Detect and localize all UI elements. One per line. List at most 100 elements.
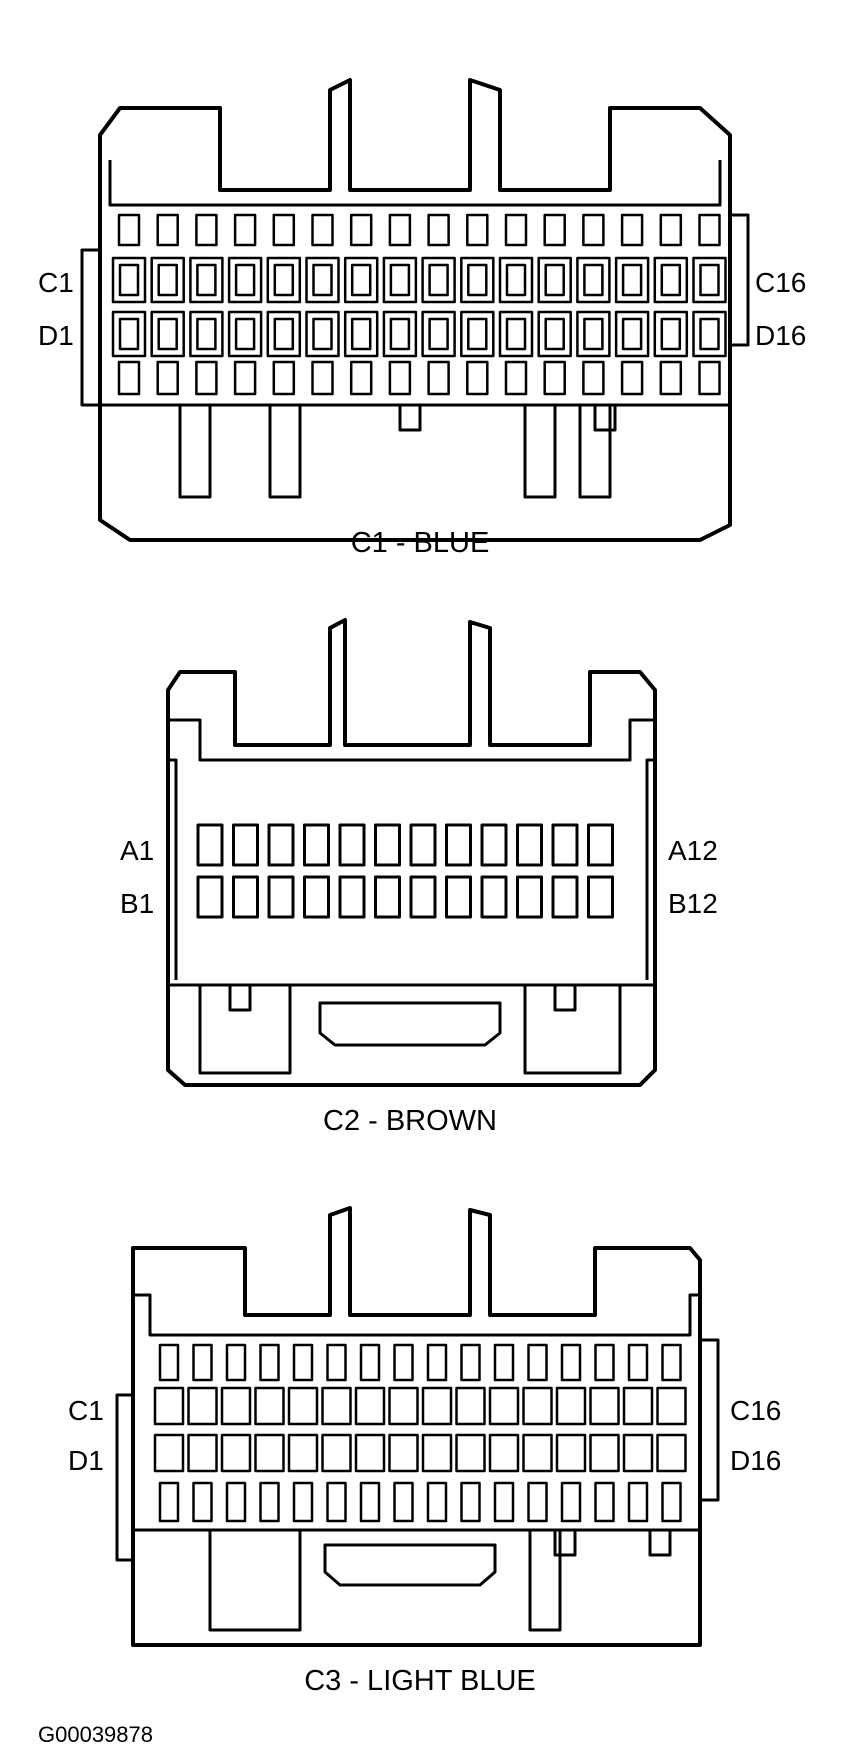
c2-pin-a [232,823,259,867]
c1-pin-d [537,310,572,358]
c3-pin-c [522,1386,553,1426]
c1-pin-d [460,310,495,358]
c3-pin-bottom [460,1481,481,1523]
c1-pin-top [156,213,179,247]
c1-pin-top [466,213,489,247]
c1-pin-c-inner [544,263,565,297]
c3-inner-rail [133,1293,700,1337]
c1-pin-d [343,310,379,358]
c1-label-left-bottom: D1 [38,320,74,351]
c1-pin-c-inner [312,263,333,297]
c1-pin-bottom [659,360,683,396]
c2-pin-b [516,875,543,919]
c3-pin-bottom [192,1481,213,1523]
c1-pin-bottom [698,360,721,396]
c1-pin-bottom [311,360,334,396]
c3-pin-d [555,1433,587,1473]
c1-pin-top [195,213,218,247]
c3-pin-bottom [158,1481,180,1523]
c1-pin-d [614,310,650,358]
c3-pin-bottom [259,1481,280,1523]
c1-pin-bottom [620,360,644,396]
figure-id: G00039878 [38,1722,153,1747]
c1-pin-c [382,256,418,304]
c1-pin-bottom [195,360,218,396]
c3-pin-top [225,1343,247,1382]
c1-pin-d [189,310,224,358]
c3-pin-top [292,1343,314,1382]
c1-pin-c-inner [196,263,217,297]
c2-label-right-top: A12 [668,835,718,866]
c3-pin-bottom [326,1481,347,1523]
c1-pin-top [620,213,644,247]
c3-pin-d [421,1433,453,1473]
c2-pin-a [445,823,472,867]
c3-pin-top [460,1343,481,1382]
c3-pin-bottom [661,1481,682,1523]
c3-pin-top [192,1343,213,1382]
c3-pin-top [661,1343,682,1382]
c1-pin-bottom [156,360,179,396]
c1-pin-d-inner [234,317,256,351]
c3-pin-bottom [493,1481,515,1523]
c1-pin-d-inner [389,317,411,351]
c1-pin-d [266,310,302,358]
c3-pin-c [187,1386,218,1426]
c3-pin-bottom [627,1481,649,1523]
c1-pin-c [305,256,340,304]
c2-pin-a [480,823,508,867]
c3-pin-d [220,1433,252,1473]
c1-pin-bottom [349,360,373,396]
c3-pin-c [354,1386,386,1426]
c3-label-right-bottom: D16 [730,1445,781,1476]
c1-pin-c [614,256,650,304]
c1-right-latch [730,213,750,347]
c1-left-latch [80,248,100,407]
c1-pin-d-inner [660,317,682,351]
c1-pin-bottom [427,360,450,396]
c3-pin-d [354,1433,386,1473]
c3-pin-c [421,1386,453,1426]
c1-pin-d [421,310,456,358]
c3-pin-d [254,1433,285,1473]
c2-caption: C2 - BROWN [323,1105,497,1137]
c1-pin-c [266,256,302,304]
c1-pin-c [460,256,495,304]
c1-pin-bottom [117,360,141,396]
c3-label-left-top: C1 [68,1395,104,1426]
c3-pin-top [326,1343,347,1382]
c3-pin-c [153,1386,185,1426]
c3-pin-d [488,1433,520,1473]
c1-pin-c [111,256,147,304]
c1-pin-d [111,310,147,358]
c2-pin-a [338,823,366,867]
c1-pin-c [150,256,185,304]
c1-pin-d [382,310,418,358]
c3-pin-d [622,1433,654,1473]
c3-pin-c [622,1386,654,1426]
c1-pin-bottom [388,360,412,396]
connector-c2 [166,618,657,1087]
c1-pin-d-inner [196,317,217,351]
c2-pin-b [232,875,259,919]
c1-pin-c-inner [467,263,488,297]
c2-pin-cavities [196,823,614,919]
c3-pin-d [153,1433,185,1473]
c2-pin-a [551,823,579,867]
c3-pin-d [522,1433,553,1473]
c3-pin-top [560,1343,582,1382]
c1-caption: C1 - BLUE [351,527,490,559]
c1-pin-top [272,213,296,247]
c1-pin-top [388,213,412,247]
c3-caption: C3 - LIGHT BLUE [304,1665,536,1697]
c1-pin-d-inner [467,317,488,351]
c3-pin-c [388,1386,419,1426]
c2-label-left-top: A1 [120,835,154,866]
c1-pin-d [305,310,340,358]
c2-bottom-features [198,983,622,1075]
c2-pin-b [409,875,437,919]
c3-pin-bottom [225,1481,247,1523]
c3-pin-bottom [393,1481,414,1523]
c1-pin-c-inner [273,263,295,297]
c1-pin-d [150,310,185,358]
